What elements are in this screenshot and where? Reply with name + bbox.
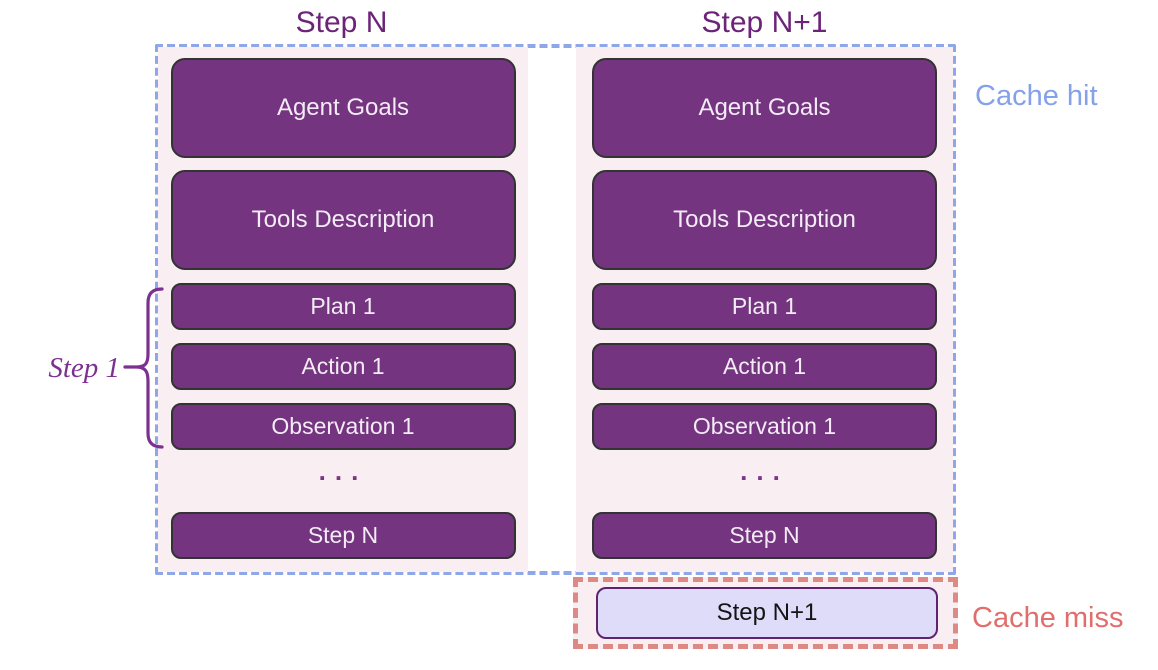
cache-hit-label: Cache hit <box>975 80 1098 112</box>
step-1-label: Step 1 <box>48 352 120 384</box>
action-1-box: Action 1 <box>592 343 937 390</box>
column-title-step-n: Step N <box>295 6 388 39</box>
cache-hit-dashed-region <box>155 44 956 575</box>
context-stack-step-n-plus-1: Agent Goals Tools Description Plan 1 Act… <box>576 47 953 572</box>
ellipsis: ... <box>740 456 789 486</box>
observation-1-box: Observation 1 <box>592 403 937 450</box>
agent-goals-box: Agent Goals <box>592 58 937 158</box>
plan-1-box: Plan 1 <box>592 283 937 330</box>
plan-1-box: Plan 1 <box>170 283 516 330</box>
step-n-plus-1-box: Step N+1 <box>596 587 938 639</box>
context-stack-step-n: Agent Goals Tools Description Plan 1 Act… <box>158 47 528 572</box>
step-n-box: Step N <box>170 512 516 559</box>
agent-goals-box: Agent Goals <box>170 58 516 158</box>
observation-1-box: Observation 1 <box>170 403 516 450</box>
column-title-step-n-plus-1: Step N+1 <box>701 6 828 39</box>
action-1-box: Action 1 <box>170 343 516 390</box>
step-1-brace <box>123 287 164 449</box>
tools-description-box: Tools Description <box>592 170 937 270</box>
ellipsis: ... <box>318 456 368 486</box>
step-n-box: Step N <box>592 512 937 559</box>
cache-miss-label: Cache miss <box>972 602 1124 634</box>
tools-description-box: Tools Description <box>170 170 516 270</box>
